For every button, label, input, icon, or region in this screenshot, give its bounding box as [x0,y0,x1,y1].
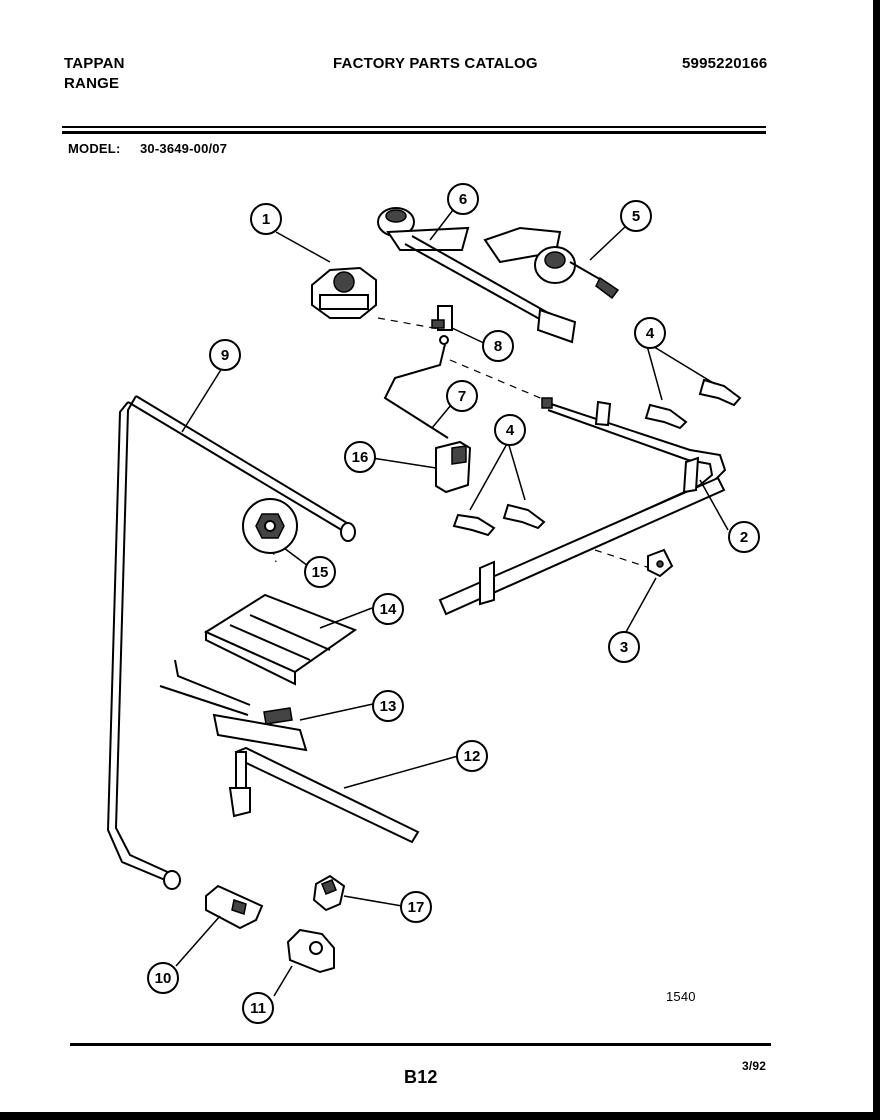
burner-valve-part [275,231,377,319]
svg-text:6: 6 [459,191,467,208]
scan-border-right [873,0,880,1120]
callout-1: 1 [250,203,282,235]
burner-5-part [483,225,627,300]
callout-8: 8 [482,330,514,362]
callout-9: 9 [209,339,241,371]
bracket-3-part [625,548,674,633]
clip-11-part [273,928,335,997]
callout-17: 17 [400,891,432,923]
svg-text:8: 8 [494,338,502,355]
clip-17-part [312,874,403,912]
model-label: MODEL: [68,141,121,156]
callout-3: 3 [608,631,640,663]
revision-date: 3/92 [742,1059,767,1073]
page-code: B12 [404,1067,438,1087]
burner-13-part [159,659,374,752]
catalog-number: 5995220166 [682,55,768,72]
burner-6-part [377,207,577,344]
gas-tube-9-part [106,367,356,890]
nut-15-part [242,498,309,567]
footer-rule [70,1043,771,1046]
header-rule-top [62,126,766,128]
callout-10: 10 [147,962,179,994]
drawing-code: 1540 [666,989,696,1004]
burner-valve-4-part [452,341,742,537]
scan-border-bottom [0,1112,880,1120]
header-rule-bottom [62,131,766,134]
callout-4-lower: 4 [494,414,526,446]
product-name: RANGE [64,75,120,92]
svg-text:14: 14 [380,601,397,618]
manifold-pipe-part [438,397,729,616]
svg-text:4: 4 [506,422,515,439]
svg-text:9: 9 [221,347,229,364]
svg-text:3: 3 [620,639,628,656]
svg-text:17: 17 [408,899,425,916]
callout-5: 5 [620,200,652,232]
svg-text:5: 5 [632,208,640,225]
callout-16: 16 [344,441,376,473]
svg-text:10: 10 [155,970,172,987]
clip-10-part [175,884,264,967]
brand-name: TAPPAN [64,55,125,72]
callout-7: 7 [446,380,478,412]
callout-13: 13 [372,690,404,722]
callout-2: 2 [728,521,760,553]
svg-text:12: 12 [464,748,481,765]
svg-text:1: 1 [262,211,270,228]
callout-11: 11 [242,992,274,1024]
catalog-title: FACTORY PARTS CATALOG [333,55,538,72]
model-number: 30-3649-00/07 [140,141,228,156]
svg-text:13: 13 [380,698,397,715]
igniter-16-part [371,440,472,494]
svg-text:4: 4 [646,325,655,342]
spark-wire-7-part [383,335,452,439]
orifice-8-part [431,305,489,346]
svg-text:2: 2 [740,529,748,546]
callout-15: 15 [304,556,336,588]
svg-text:11: 11 [250,1000,266,1017]
svg-text:7: 7 [458,388,466,405]
svg-text:16: 16 [352,449,369,466]
burner-12-part [228,746,459,844]
broil-pan-14-part [203,593,373,686]
svg-text:15: 15 [312,564,329,581]
callout-14: 14 [372,593,404,625]
callout-4-upper: 4 [634,317,666,349]
callout-6: 6 [447,183,479,215]
callout-12: 12 [456,740,488,772]
